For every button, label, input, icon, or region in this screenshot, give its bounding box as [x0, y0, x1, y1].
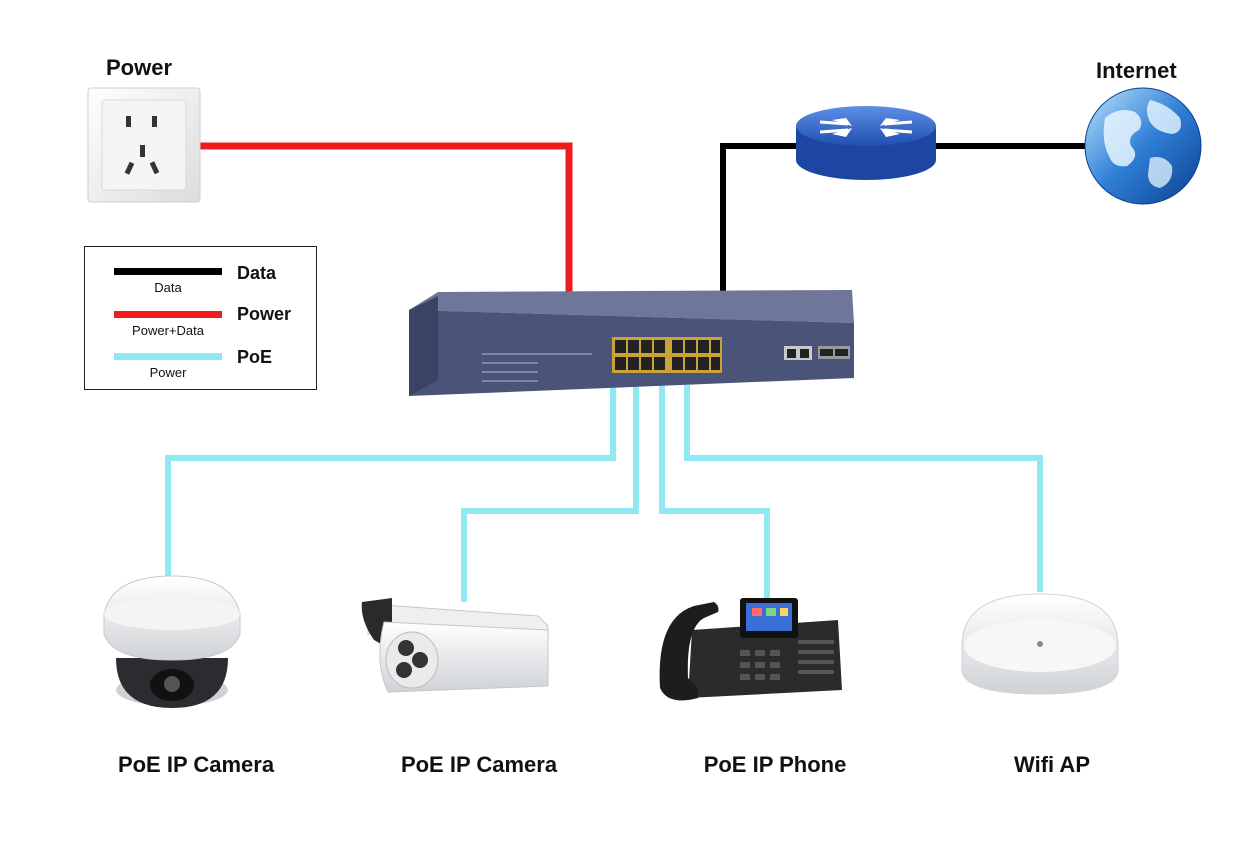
- dome-camera-label: PoE IP Camera: [117, 752, 275, 777]
- wifi-ap-label: Wifi AP: [1014, 752, 1090, 777]
- data-cable-switch-router: [720, 143, 800, 292]
- router-icon: [796, 106, 936, 180]
- poe-cable-ip-phone: [659, 385, 770, 598]
- legend-power-line: [114, 311, 222, 318]
- legend-poe-sub: Power: [149, 365, 187, 380]
- poe-switch-icon: [409, 290, 854, 396]
- power-outlet-icon: [87, 87, 201, 203]
- globe-icon: [1084, 87, 1202, 205]
- power-cable: [200, 142, 573, 293]
- bullet-camera-label: PoE IP Camera: [400, 752, 558, 777]
- legend: Data Data Power+Data Power Power PoE: [84, 246, 317, 390]
- legend-power-name: Power: [237, 304, 292, 324]
- legend-power-sub: Power+Data: [132, 323, 204, 338]
- power-label: Power: [106, 55, 173, 80]
- poe-cable-bullet-camera: [461, 385, 639, 602]
- legend-poe-line: [114, 353, 222, 360]
- legend-poe-name: PoE: [237, 347, 273, 367]
- internet-label: Internet: [1096, 58, 1177, 83]
- poe-cable-dome-camera: [165, 385, 616, 580]
- legend-data-name: Data: [237, 263, 277, 283]
- bullet-camera-icon: [361, 598, 549, 693]
- dome-camera-icon: [103, 575, 241, 708]
- wifi-ap-icon: [961, 593, 1119, 695]
- legend-data-sub: Data: [154, 280, 182, 295]
- legend-data-line: [114, 268, 222, 275]
- ip-phone-icon: [659, 598, 842, 701]
- ip-phone-label: PoE IP Phone: [703, 752, 847, 777]
- poe-cable-wifi-ap: [684, 385, 1043, 592]
